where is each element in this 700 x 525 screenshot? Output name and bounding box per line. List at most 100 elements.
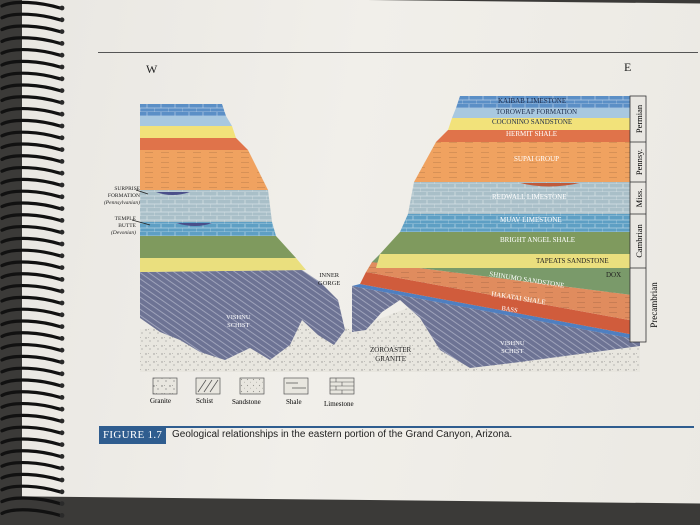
binding-hole xyxy=(59,406,65,412)
binding-hole xyxy=(59,135,65,141)
spiral-coil xyxy=(0,402,62,411)
spiral-coil xyxy=(0,154,62,163)
legend-label-granite: Granite xyxy=(150,397,171,405)
spiral-coil xyxy=(0,413,62,423)
binding-hole xyxy=(59,52,65,58)
binding-hole xyxy=(59,324,65,329)
binding-hole xyxy=(59,253,65,259)
binding-hole xyxy=(59,336,65,341)
spiral-coil xyxy=(0,449,62,458)
spiral-coil xyxy=(0,496,62,506)
binding-hole xyxy=(59,513,65,518)
binding-hole xyxy=(59,288,65,294)
spiral-coil xyxy=(0,331,62,340)
east-strata xyxy=(376,96,640,268)
spiral-coil xyxy=(0,484,62,494)
binding-hole xyxy=(59,454,65,459)
surprise-formation-label: SURPRISE FORMATION (Pennsylvanian) xyxy=(103,186,140,206)
spiral-coil xyxy=(0,366,62,376)
spiral-coil xyxy=(0,59,62,69)
spiral-coil xyxy=(0,12,62,22)
caption-rule xyxy=(99,426,694,428)
spiral-coil xyxy=(0,142,62,152)
spiral-coil xyxy=(0,248,62,258)
spiral-coil xyxy=(0,225,62,234)
legend-label-limestone: Limestone xyxy=(324,400,354,408)
spiral-coil xyxy=(0,24,62,34)
zoroaster-granite-label: ZOROASTER GRANITE xyxy=(370,346,412,363)
layer-label-redwall: REDWALL LIMESTONE xyxy=(492,193,567,201)
spiral-coil xyxy=(0,472,62,482)
binding-hole xyxy=(59,300,65,306)
spiral-coil xyxy=(0,425,62,435)
binding-hole xyxy=(59,182,65,188)
binding-hole xyxy=(59,489,65,495)
spiral-coil xyxy=(0,461,62,470)
vishnu-schist-east-label: VISHNU SCHIST xyxy=(500,340,525,355)
binding-hole xyxy=(59,206,65,212)
binding-hole xyxy=(59,395,65,400)
spiral-coil xyxy=(0,272,62,281)
binding-hole xyxy=(59,17,65,23)
inner-gorge-label: INNER GORGE xyxy=(318,272,341,287)
layer-label-supai: SUPAI GROUP xyxy=(514,155,560,163)
spiral-coil xyxy=(0,236,62,246)
layer-label-muav: MUAV LIMESTONE xyxy=(500,216,562,224)
layer-label-tapeats: TAPEATS SANDSTONE xyxy=(536,257,609,265)
binding-hole xyxy=(59,501,65,506)
binding-hole xyxy=(59,170,65,176)
spiral-coil xyxy=(0,95,62,104)
east-label: E xyxy=(624,60,632,74)
spiral-coil xyxy=(0,71,62,81)
spiral-binding xyxy=(0,0,65,518)
spiral-coil xyxy=(0,213,62,222)
header-rule xyxy=(98,52,698,53)
binding-hole xyxy=(59,371,65,377)
binding-hole xyxy=(59,241,65,247)
spiral-coil xyxy=(0,343,62,352)
layer-label-kaibab: KAIBAB LIMESTONE xyxy=(498,97,567,105)
spiral-coil xyxy=(0,437,62,447)
spiral-coil xyxy=(0,354,62,364)
binding-hole xyxy=(59,147,65,153)
binding-hole xyxy=(59,265,65,270)
west-label: W xyxy=(146,62,158,76)
binding-hole xyxy=(59,383,65,388)
binding-hole xyxy=(59,5,65,11)
spiral-coil xyxy=(0,284,62,293)
period-column xyxy=(629,95,647,343)
binding-hole xyxy=(59,123,65,129)
binding-hole xyxy=(59,477,65,483)
spiral-coil xyxy=(0,0,62,10)
spiral-coil xyxy=(0,107,62,116)
binding-hole xyxy=(59,64,65,70)
vishnu-schist-west-label: VISHNU SCHIST xyxy=(226,314,251,329)
legend-swatch-shale xyxy=(283,377,309,395)
spiral-coil xyxy=(0,166,62,175)
spiral-coil xyxy=(0,177,62,187)
spiral-coil xyxy=(0,319,62,329)
west-strata xyxy=(140,104,306,272)
legend-label-schist: Schist xyxy=(196,397,214,405)
spiral-coil xyxy=(0,201,62,211)
temple-butte-label: TEMPLE BUTTE (Devonian) xyxy=(110,216,136,236)
figure-caption: Geological relationships in the eastern … xyxy=(172,429,513,440)
binding-hole xyxy=(59,277,65,282)
layer-label-coconino: COCONINO SANDSTONE xyxy=(492,118,573,126)
binding-hole xyxy=(59,418,65,424)
binding-hole xyxy=(59,29,65,34)
binding-hole xyxy=(59,76,65,82)
east-precambrian-strata xyxy=(352,254,640,340)
spiral-coil xyxy=(0,83,62,93)
binding-hole xyxy=(59,347,65,353)
layer-label-toroweap: TOROWEAP FORMATION xyxy=(496,108,578,116)
binding-hole xyxy=(59,100,65,105)
spiral-coil xyxy=(0,130,62,140)
layer-label-hermit: HERMIT SHALE xyxy=(506,130,558,138)
spiral-coil xyxy=(0,118,62,128)
legend-label-sandstone: Sandstone xyxy=(232,398,261,406)
spiral-coil xyxy=(0,36,62,45)
spiral-coil xyxy=(0,378,62,388)
spiral-coil xyxy=(0,390,62,399)
